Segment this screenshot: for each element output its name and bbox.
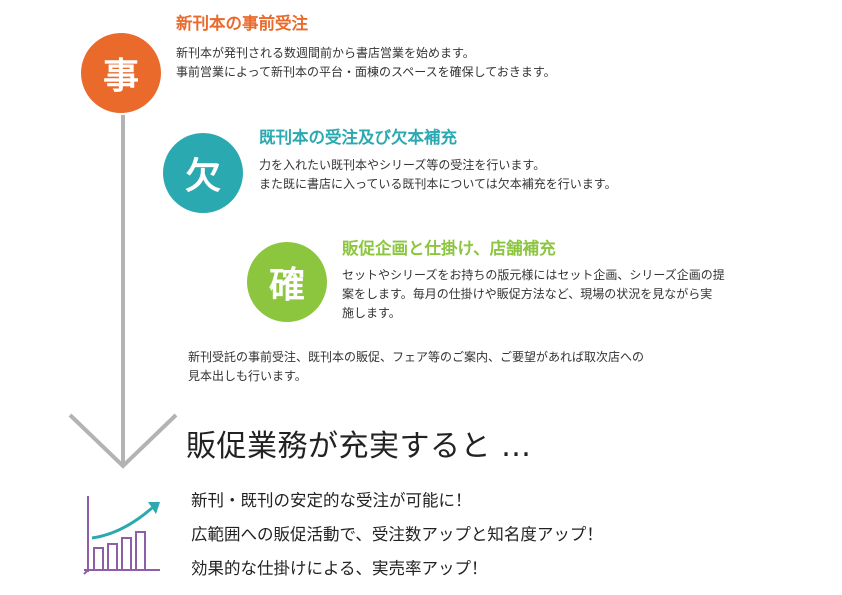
step1-desc-line: 新刊本が発刊される数週間前から書店営業を始めます。 [176,46,475,60]
note-line: 見本出しも行います。 [188,369,307,383]
step1-description: 新刊本が発刊される数週間前から書店営業を始めます。 事前営業によって新刊本の平台… [176,44,556,82]
step2-description: 力を入れたい既刊本やシリーズ等の受注を行います。 また既に書店に入っている既刊本… [259,156,617,194]
step2-circle-icon: 欠 [163,133,243,213]
benefits-list: 新刊・既刊の安定的な受注が可能に！ 広範囲への販促活動で、受注数アップと知名度ア… [191,484,603,586]
step3-icon-char: 確 [268,265,305,306]
step3-desc-line: 案をします。毎月の仕掛けや販促方法など、現場の状況を見ながら実 [342,287,713,301]
note-text: 新刊受託の事前受注、既刊本の販促、フェア等のご案内、ご要望があれば取次店への 見… [188,348,644,386]
step3-desc-line: セットやシリーズをお持ちの版元様にはセット企画、シリーズ企画の提 [342,268,725,282]
step2-desc-line: 力を入れたい既刊本やシリーズ等の受注を行います。 [259,158,546,172]
step2-title: 既刊本の受注及び欠本補充 [259,128,457,147]
step3-circle-icon: 確 [247,242,327,322]
step1-circle-icon: 事 [81,33,161,113]
step3-desc-line: 施します。 [342,306,401,320]
step1-icon-char: 事 [102,56,139,97]
benefit-item: 広範囲への販促活動で、受注数アップと知名度アップ！ [191,525,603,544]
step3-title: 販促企画と仕掛け、店舗補充 [342,239,556,258]
benefit-item: 効果的な仕掛けによる、実売率アップ！ [191,559,488,578]
step3-description: セットやシリーズをお持ちの版元様にはセット企画、シリーズ企画の提 案をします。毎… [342,266,725,323]
benefit-item: 新刊・既刊の安定的な受注が可能に！ [191,491,472,510]
growth-chart-icon [83,496,160,575]
step2-icon-char: 欠 [184,156,221,197]
note-line: 新刊受託の事前受注、既刊本の販促、フェア等のご案内、ご要望があれば取次店への [188,350,645,364]
step1-desc-line: 事前営業によって新刊本の平台・面棟のスペースを確保しておきます。 [176,65,556,79]
step2-desc-line: また既に書店に入っている既刊本については欠本補充を行います。 [259,177,617,191]
step1-title: 新刊本の事前受注 [176,14,308,33]
headline: 販促業務が充実すると … [186,429,532,464]
